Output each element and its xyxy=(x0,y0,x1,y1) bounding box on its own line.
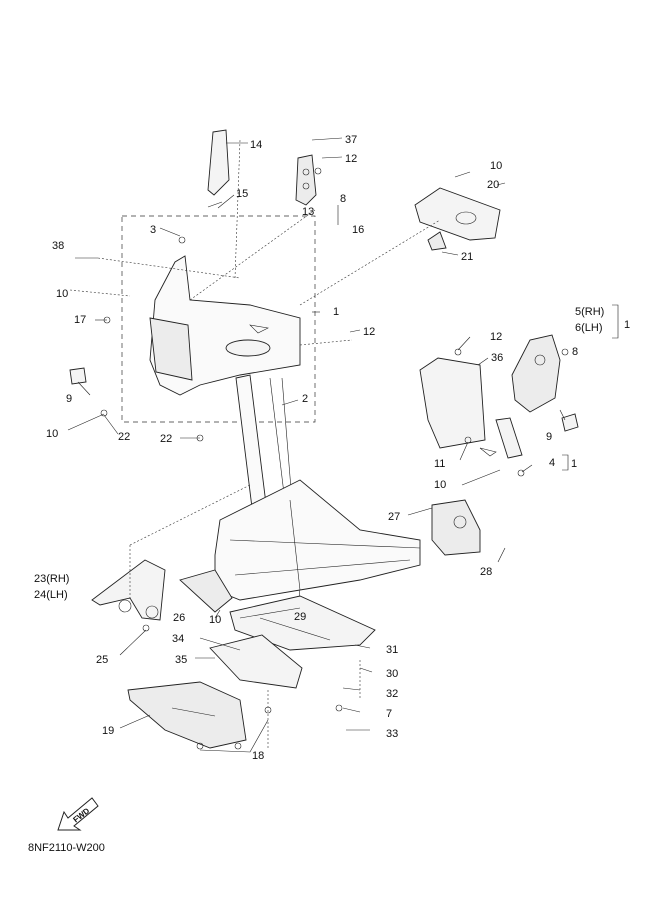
callout-c32: 32 xyxy=(386,688,398,700)
callout-c11: 11 xyxy=(434,458,445,470)
callout-c12a: 12 xyxy=(345,153,357,165)
callout-c17: 17 xyxy=(74,314,86,326)
part-35-plate xyxy=(209,634,303,689)
callout-c16: 16 xyxy=(352,224,364,236)
callout-c27: 27 xyxy=(388,511,400,523)
radiator-opening xyxy=(149,317,193,381)
part-20-plate xyxy=(414,187,501,241)
callout-c29: 29 xyxy=(294,611,306,623)
callout-c18: 18 xyxy=(252,750,264,762)
callout-c3: 3 xyxy=(150,224,156,236)
callout-c1a: 1 xyxy=(333,306,339,318)
part-23-24-bracket xyxy=(91,559,166,621)
callout-c24: 24(LH) xyxy=(34,589,68,601)
fwd-arrow-icon: FWD xyxy=(57,797,99,831)
callout-c9b: 9 xyxy=(546,431,552,443)
callout-c33: 33 xyxy=(386,728,398,740)
callout-c5: 5(RH) xyxy=(575,306,604,318)
callout-c28: 28 xyxy=(480,566,492,578)
callout-c8a: 8 xyxy=(340,193,346,205)
part-37-mount xyxy=(295,154,317,206)
callout-c6: 6(LH) xyxy=(575,322,603,334)
callout-c12b: 12 xyxy=(363,326,375,338)
callout-c38: 38 xyxy=(52,240,64,252)
callout-c19: 19 xyxy=(102,725,114,737)
callout-c10c: 10 xyxy=(46,428,58,440)
callout-c10e: 10 xyxy=(209,614,221,626)
frame-oval-cutout xyxy=(225,339,271,357)
assembly-boundary-box xyxy=(121,215,316,423)
part-19-guard xyxy=(127,681,247,749)
callout-c7: 7 xyxy=(386,708,392,720)
callout-c13: 13 xyxy=(302,206,314,218)
callout-c22b: 22 xyxy=(160,433,172,445)
part-5-6-mount xyxy=(511,334,561,413)
main-chassis-frame xyxy=(214,479,421,601)
part-26-guard xyxy=(179,569,233,613)
part-14-plate xyxy=(207,129,230,196)
callout-c23: 23(RH) xyxy=(34,573,69,585)
part-21-bracket xyxy=(427,231,447,251)
callout-c1c: 1 xyxy=(571,458,577,470)
callout-c10a: 10 xyxy=(490,160,502,172)
part-27-28-mount xyxy=(431,499,481,556)
callout-c36: 36 xyxy=(491,352,503,364)
part-4-bracket xyxy=(495,417,523,459)
callout-c35: 35 xyxy=(175,654,187,666)
callout-c2: 2 xyxy=(302,393,308,405)
callout-c25: 25 xyxy=(96,654,108,666)
callout-c37: 37 xyxy=(345,134,357,146)
part-31-skid-plate xyxy=(229,595,376,651)
part-9-block-right xyxy=(561,413,579,432)
callout-c9a: 9 xyxy=(66,393,72,405)
callout-c20: 20 xyxy=(487,179,499,191)
part-36-panel xyxy=(419,357,486,449)
callout-c8b: 8 xyxy=(572,346,578,358)
callout-c15: 15 xyxy=(236,188,248,200)
callout-c14: 14 xyxy=(250,139,262,151)
callout-c31: 31 xyxy=(386,644,398,656)
callout-c21: 21 xyxy=(461,251,473,263)
callout-c30: 30 xyxy=(386,668,398,680)
callout-c10d: 10 xyxy=(434,479,446,491)
callout-c10b: 10 xyxy=(56,288,68,300)
callout-c4: 4 xyxy=(549,457,555,469)
callout-c26: 26 xyxy=(173,612,185,624)
part-9-block-left xyxy=(69,367,87,385)
callout-c1b: 1 xyxy=(624,319,630,331)
callout-c22a: 22 xyxy=(118,431,130,443)
diagram-code-label: 8NF2110-W200 xyxy=(28,842,105,854)
callout-c12c: 12 xyxy=(490,331,502,343)
callout-c34: 34 xyxy=(172,633,184,645)
